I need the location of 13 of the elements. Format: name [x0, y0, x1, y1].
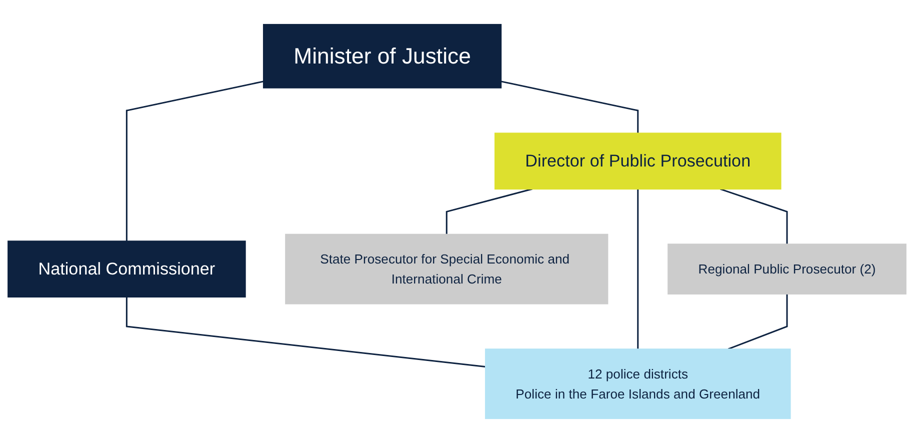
- connector: [637, 189, 639, 350]
- connector: [126, 80, 264, 242]
- connector: [720, 188, 788, 244]
- node-box: 12 police districts Police in the Faroe Islands and Greenland: [484, 348, 791, 420]
- node-box: Regional Public Prosecutor (2): [668, 244, 906, 294]
- connector: [500, 80, 639, 134]
- node-box: Director of Public Prosecution: [494, 132, 782, 190]
- node-box: State Prosecutor for Special Economic and International Crime: [285, 234, 608, 304]
- connector: [446, 188, 532, 234]
- node-box: Minister of Justice: [262, 24, 502, 88]
- connector: [728, 294, 788, 350]
- connector: [126, 297, 486, 368]
- node-box: National Commissioner: [8, 240, 246, 298]
